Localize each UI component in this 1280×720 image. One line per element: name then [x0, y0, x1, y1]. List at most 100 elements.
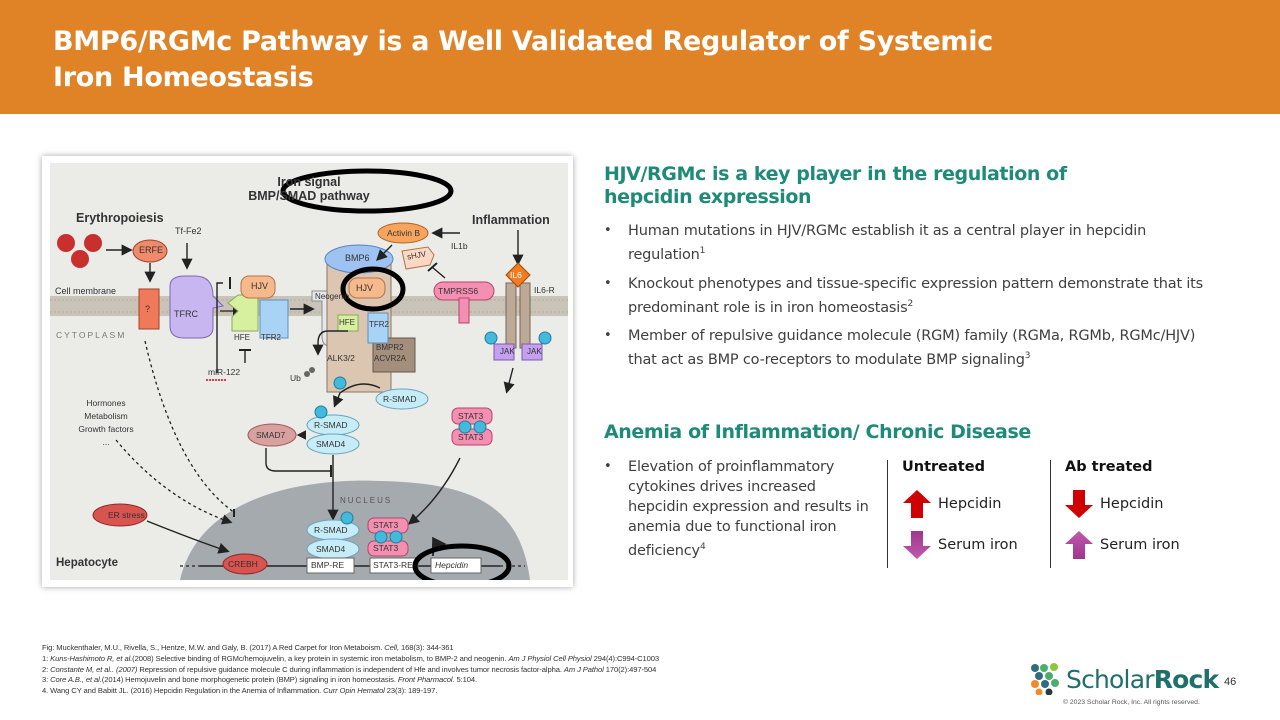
ub-label: Ub: [290, 373, 301, 383]
reference-item: 2: Constante M, et al.. (2007) Repressio…: [42, 665, 659, 676]
ref-journal: Cell,: [384, 643, 399, 652]
bmp6-label: BMP6: [345, 253, 370, 263]
bmp-re-label: BMP-RE: [311, 560, 345, 570]
er-stress-label: ER stress: [108, 510, 145, 520]
tf-fe2-label: Tf-Fe2: [175, 226, 202, 236]
il6-label: IL6: [510, 270, 522, 280]
logo-mark-icon: [1031, 663, 1059, 695]
ref-text: 23(3): 189-197.: [384, 686, 438, 696]
ref-text: 5:104.: [454, 675, 478, 685]
il6r-label: IL6-R: [534, 285, 555, 295]
acvr2a-label: ACVR2A: [374, 354, 407, 363]
arrow-down-icon: [903, 531, 931, 559]
reference-item: 1: Kuns-Hashimoto R, et al.(2008) Select…: [42, 654, 659, 665]
pathway-diagram: Iron signal BMP/SMAD pathway Erythropoie…: [50, 163, 568, 580]
ellipsis-label: ...: [102, 437, 110, 447]
scholar-rock-logo: ScholarRock: [1030, 663, 1219, 695]
ref-text: 2:: [42, 664, 51, 674]
indicator-label: Serum iron: [938, 537, 1018, 553]
ref-text: 1:: [42, 653, 51, 663]
logo-word-light: Scholar: [1066, 664, 1155, 694]
cell-membrane-label: Cell membrane: [55, 286, 117, 296]
hjv-label-left: HJV: [251, 281, 269, 291]
section-heading-anemia: Anemia of Inflammation/ Chronic Disease: [604, 421, 1031, 443]
pathway-diagram-graphics: [50, 168, 568, 580]
references: Fig: Muckenthaler, M.U., Rivella, S., He…: [42, 643, 659, 697]
hormones-label: Hormones: [86, 398, 126, 408]
tfrc-label: TFRC: [174, 309, 198, 319]
mir122-label: miR-122: [208, 367, 241, 377]
indicator-label: Hepcidin: [1100, 496, 1164, 512]
cell-membrane: [50, 296, 568, 316]
highlight-circle-hepcidin: [412, 543, 512, 580]
column-title-ab-treated: Ab treated: [1065, 459, 1153, 475]
column-divider: [1050, 460, 1051, 568]
stat3-nucleus-bottom: STAT3: [373, 543, 399, 553]
growth-factors-label: Growth factors: [78, 424, 134, 434]
nucleus-label: NUCLEUS: [340, 496, 393, 505]
bullet-text: Member of repulsive guidance molecule (R…: [628, 328, 1196, 368]
column-divider: [887, 460, 888, 568]
bullet-item: Human mutations in HJV/RGMc establish it…: [604, 221, 1224, 265]
ref-journal: Am J Pathol: [563, 664, 604, 674]
logo-wordmark: ScholarRock: [1066, 664, 1219, 694]
iron-signal-line-1: Iron signal: [277, 175, 341, 189]
hepcidin-gene-label: Hepcidin: [435, 560, 469, 570]
smad4-nucleus-label: SMAD4: [316, 544, 346, 554]
logo-word-bold: Rock: [1153, 664, 1219, 694]
jak-label-right: JAK: [527, 347, 542, 356]
reference-item: Fig: Muckenthaler, M.U., Rivella, S., He…: [42, 643, 659, 654]
footnote-marker: 1: [699, 246, 706, 256]
other-signals-label: Hormones Metabolism Growth factors ...: [58, 397, 154, 449]
red-blood-cell: [57, 234, 75, 252]
hfe-label-left: HFE: [234, 333, 250, 342]
bullet-text: Knockout phenotypes and tissue-specific …: [628, 276, 1204, 316]
ref-text: (2008) Selective binding of RGMc/hemojuv…: [132, 653, 509, 663]
crebh-label: CREBH: [228, 559, 258, 569]
il1b-label: IL1b: [451, 241, 468, 251]
bullet-item: Knockout phenotypes and tissue-specific …: [604, 274, 1224, 318]
bullet-text: Elevation of proinflammatory cytokines d…: [628, 459, 869, 559]
alk-label: ALK3/2: [327, 353, 355, 363]
red-blood-cell: [84, 234, 102, 252]
arrow-up-icon: [1065, 531, 1093, 559]
activin-b-label: Activin B: [387, 228, 421, 238]
erfe-label: ERFE: [139, 245, 164, 255]
bmpr2-label: BMPR2: [376, 343, 404, 352]
column-title-untreated: Untreated: [902, 459, 985, 475]
ref-authors: Kuns-Hashimoto R, et al.: [50, 653, 133, 663]
stat3-label-top: STAT3: [458, 411, 484, 421]
indicator-label: Serum iron: [1100, 537, 1180, 553]
footnote-marker: 3: [1024, 351, 1031, 361]
ref-journal: Curr Opin Hematol: [323, 686, 385, 696]
smad7-label: SMAD7: [256, 430, 286, 440]
section-heading-hjv-line-2: hepcidin expression: [604, 186, 812, 208]
jak-label-left: JAK: [500, 347, 515, 356]
bullet-item: Elevation of proinflammatory cytokines d…: [604, 457, 869, 561]
hjv-label-right: HJV: [356, 283, 374, 293]
smad4-label: SMAD4: [316, 439, 346, 449]
cytoplasm-label: CYTOPLASM: [56, 330, 127, 340]
arrow-up-icon: [903, 490, 931, 518]
ref-text: Fig: Muckenthaler, M.U., Rivella, S., He…: [42, 643, 385, 652]
r-smad-nucleus-label: R-SMAD: [314, 525, 348, 535]
stat3-nucleus-top: STAT3: [373, 520, 399, 530]
stat3-label-bottom: STAT3: [458, 432, 484, 442]
ref-text: 294(4):C994-C1003: [591, 653, 660, 663]
ref-text: 4. Wang CY and Babitt JL. (2016) Hepcidi…: [42, 686, 324, 696]
section-heading-hjv: HJV/RGMc is a key player in the regulati…: [604, 163, 1067, 209]
slide-title: BMP6/RGMc Pathway is a Well Validated Re…: [53, 24, 1053, 96]
untreated-hepcidin: Hepcidin: [902, 489, 1001, 519]
inflammation-label: Inflammation: [472, 213, 550, 227]
ref-journal: Am J Physiol Cell Physiol: [508, 653, 592, 663]
iron-signal-line-2: BMP/SMAD pathway: [248, 189, 370, 203]
neogenin-label: Neogenin: [315, 292, 350, 301]
arrow-down-icon: [1065, 490, 1093, 518]
ref-journal: Front Pharmacol.: [397, 675, 455, 685]
reference-item: 3: Core A.B., et al.(2014) Hemojuvelin a…: [42, 675, 659, 686]
red-blood-cell: [71, 250, 89, 268]
copyright-notice: © 2023 Scholar Rock, Inc. All rights res…: [1063, 699, 1200, 706]
ref-text: Repression of repulsive guidance molecul…: [137, 664, 564, 674]
tfr2-label-left: TFR2: [261, 333, 281, 342]
reference-item: 4. Wang CY and Babitt JL. (2016) Hepcidi…: [42, 686, 659, 697]
